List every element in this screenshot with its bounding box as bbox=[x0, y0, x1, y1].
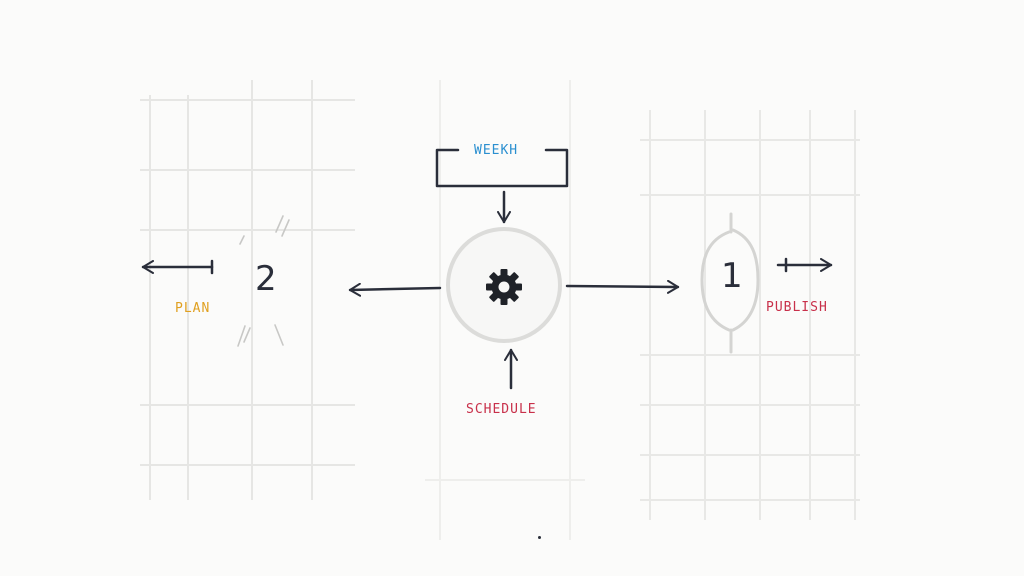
label-top: WEEKH bbox=[474, 143, 519, 158]
top-bracket bbox=[435, 148, 569, 188]
label-schedule: SCHEDULE bbox=[466, 402, 537, 417]
stray-dot bbox=[538, 536, 541, 539]
background-grid-right bbox=[640, 110, 860, 520]
background-grid-center bbox=[425, 80, 585, 540]
arrow-center-left bbox=[348, 282, 442, 297]
number-right: 1 bbox=[721, 256, 743, 296]
label-plan: PLAN bbox=[175, 301, 211, 316]
right-node-bracket bbox=[700, 212, 760, 354]
label-publish: PUBLISH bbox=[766, 300, 828, 315]
gear-icon bbox=[486, 269, 522, 305]
background-grid-left bbox=[140, 80, 355, 500]
number-left: 2 bbox=[255, 259, 277, 299]
arrow-center-right bbox=[565, 279, 680, 294]
sketch-strokes-left bbox=[237, 215, 290, 347]
